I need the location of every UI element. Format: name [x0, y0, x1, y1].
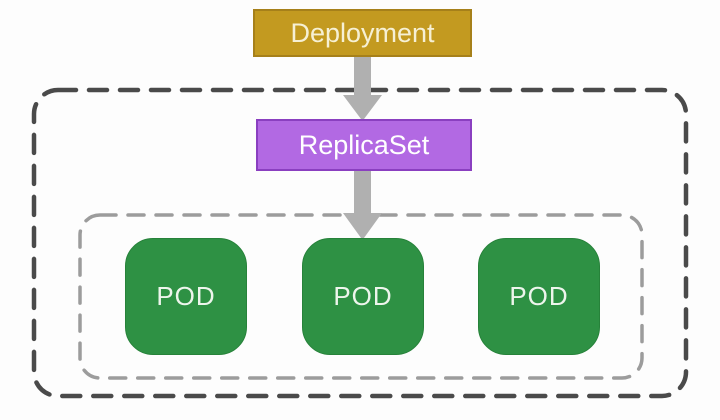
- down-arrow-deployment-to-replicaset-icon: [343, 57, 382, 121]
- outer-dashed-boundary: [31, 87, 689, 399]
- pod-label: POD: [509, 281, 569, 311]
- deployment-label: Deployment: [290, 17, 435, 48]
- down-arrow-replicaset-to-pods-icon: [343, 170, 382, 240]
- pod-label: POD: [156, 281, 216, 311]
- pod-label: POD: [333, 281, 393, 311]
- pod-node-3: POD: [478, 238, 600, 355]
- replicaset-label: ReplicaSet: [298, 129, 430, 160]
- replicaset-node: ReplicaSet: [256, 119, 472, 171]
- pod-node-2: POD: [302, 238, 424, 355]
- deployment-node: Deployment: [253, 9, 472, 57]
- pod-node-1: POD: [125, 238, 247, 355]
